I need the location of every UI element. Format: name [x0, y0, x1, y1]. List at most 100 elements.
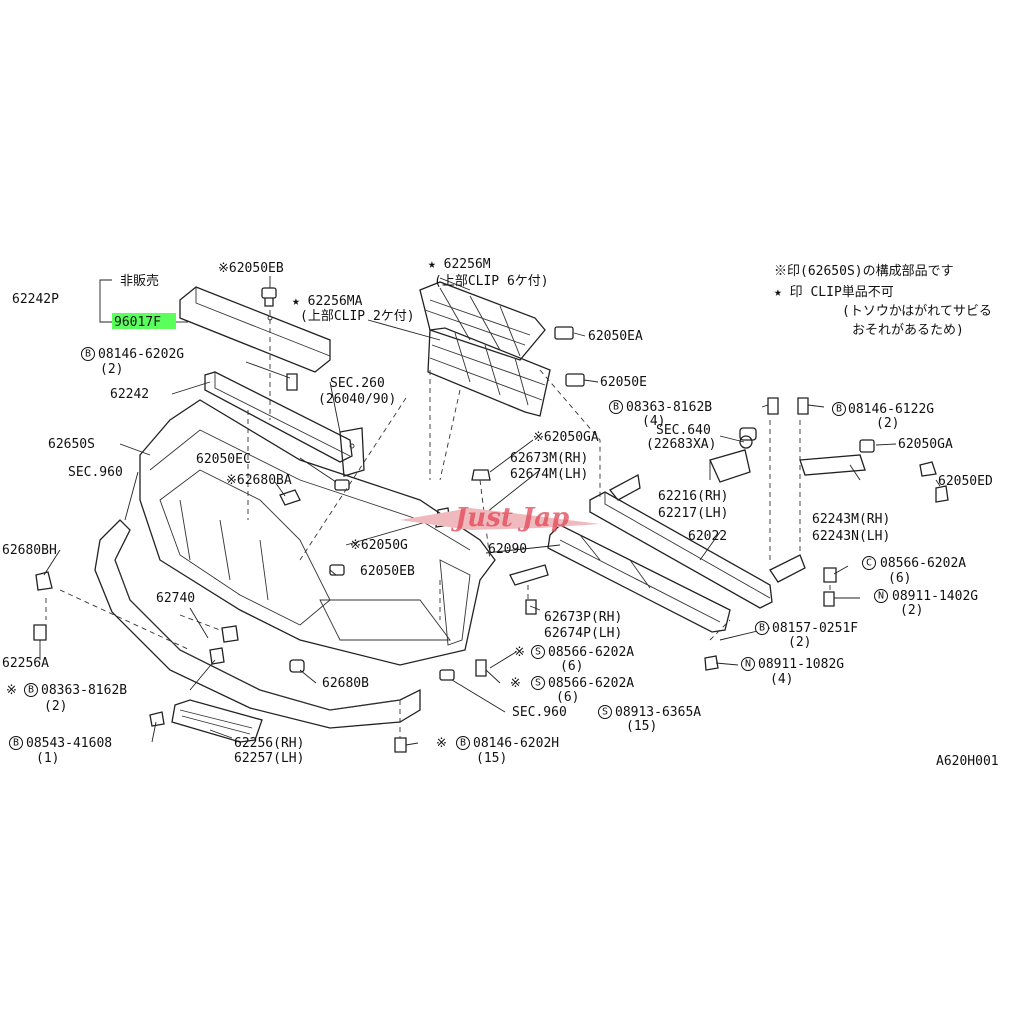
part-label: 08363-8162B [41, 683, 127, 698]
part-label: 08146-6122G [848, 402, 934, 417]
marker-m11: S [602, 707, 608, 718]
part-label: ※62050GA [533, 430, 599, 445]
watermark-text: Just Jap [450, 503, 569, 533]
note-line-2: ★ 印 CLIP単品不可 [774, 284, 894, 300]
marker-m8: N [745, 659, 751, 670]
part-label: ★ 62256MA [292, 294, 363, 309]
part-label: ※62050EB [218, 261, 284, 276]
part-label: 08146-6202G [98, 347, 184, 362]
part-label: SEC.960 [68, 465, 123, 480]
side-bracket-left [609, 473, 641, 501]
part-label: 62050EB [360, 564, 415, 579]
part-label: 62242 [110, 387, 149, 402]
part-label: (4) [642, 414, 665, 429]
part-label: 62243M(RH) [812, 512, 890, 527]
bracket-62243m [799, 439, 875, 476]
leader-lines [39, 276, 941, 746]
note-line-1: ※印(62650S)の構成部品です [774, 264, 954, 279]
part-label: (2) [44, 699, 67, 714]
marker-m7: S [535, 647, 541, 658]
part-label: (2) [100, 362, 123, 377]
reinforcement-62242 [204, 371, 365, 477]
part-label: (4) [770, 672, 793, 687]
part-label: 62740 [156, 591, 195, 606]
part-label: 62243N(LH) [812, 529, 890, 544]
part-label: 非販売 [120, 273, 159, 289]
part-label: 62673P(RH) [544, 610, 622, 625]
part-label: (22683XA) [646, 437, 716, 452]
part-label: 62216(RH) [658, 489, 728, 504]
part-label: SEC.640 [656, 423, 711, 438]
part-label: 62256A [2, 656, 49, 671]
part-label: ※ [510, 676, 521, 691]
part-label: 62242P [12, 292, 59, 307]
reinforcement-62022 [589, 491, 773, 609]
part-label: 08566-6202A [548, 645, 634, 660]
part-label: (2) [876, 416, 899, 431]
marker-m12: B [13, 738, 19, 749]
clip-62050ea [554, 326, 574, 340]
mesh-grille-upper [419, 281, 546, 361]
part-label: ※62050G [350, 538, 408, 553]
part-label: 62674P(LH) [544, 626, 622, 641]
marker-m9: S [535, 678, 541, 689]
marker-m3: B [836, 404, 842, 415]
marker-m13: B [460, 738, 466, 749]
side-bracket-right [769, 554, 806, 583]
part-label: 62050GA [898, 437, 953, 452]
part-label: 62674M(LH) [510, 467, 588, 482]
clip-62673m [471, 469, 491, 481]
part-label: 62050ED [938, 474, 993, 489]
part-label: 08913-6365A [615, 705, 701, 720]
part-label: 62680B [322, 676, 369, 691]
clip-62050eb-top [261, 287, 277, 307]
part-label: (2) [788, 635, 811, 650]
marker-m4: C [866, 558, 872, 569]
part-label: 08911-1082G [758, 657, 844, 672]
part-label: 62217(LH) [658, 506, 728, 521]
part-label: (1) [36, 751, 59, 766]
part-label: (6) [556, 690, 579, 705]
part-label: 62050EC [196, 452, 251, 467]
bracket-62673p [509, 564, 549, 586]
part-label: 08363-8162B [626, 400, 712, 415]
mesh-grille-lower [427, 327, 551, 417]
part-label: SEC.960 [512, 705, 567, 720]
part-label: ※ [436, 736, 447, 751]
marker-m5: N [878, 591, 884, 602]
notes-block: ※印(62650S)の構成部品です ★ 印 CLIP単品不可 (トソウかはがれて… [774, 264, 992, 338]
part-label: (上部CLIP 6ケ付) [434, 274, 549, 289]
diagram-code: A620H001 [936, 754, 999, 769]
small-hardware [33, 373, 949, 753]
marker-m10: B [28, 685, 34, 696]
marker-m2: B [613, 402, 619, 413]
part-label: 08543-41608 [26, 736, 112, 751]
part-label: 62050E [600, 375, 647, 390]
part-label: 96017F [114, 315, 161, 330]
part-label: 62090 [488, 542, 527, 557]
part-label: ※ [514, 645, 525, 660]
part-label: (15) [476, 751, 507, 766]
part-label: 62673M(RH) [510, 451, 588, 466]
part-label: (上部CLIP 2ケ付) [300, 309, 415, 324]
part-label: (6) [888, 571, 911, 586]
highlight-96017f [112, 313, 176, 329]
part-label: (6) [560, 659, 583, 674]
part-label: SEC.260 [330, 376, 385, 391]
part-label: 08911-1402G [892, 589, 978, 604]
part-label: 62257(LH) [234, 751, 304, 766]
part-label: ※62680BA [226, 473, 292, 488]
part-label: 08146-6202H [473, 736, 559, 751]
guide-lines [45, 310, 831, 738]
part-label: 62022 [688, 529, 727, 544]
part-label: 62680BH [2, 543, 57, 558]
clip-62050e [565, 373, 585, 387]
part-labels: 62242P 非販売 96017F ※62050EB ★ 62256M (上部C… [2, 257, 993, 766]
front-bumper-62650s [139, 399, 496, 666]
note-line-3: (トソウかはがれてサビる [842, 304, 992, 319]
part-label: (26040/90) [318, 392, 396, 407]
part-label: ※ [6, 683, 17, 698]
part-label: 08566-6202A [548, 676, 634, 691]
